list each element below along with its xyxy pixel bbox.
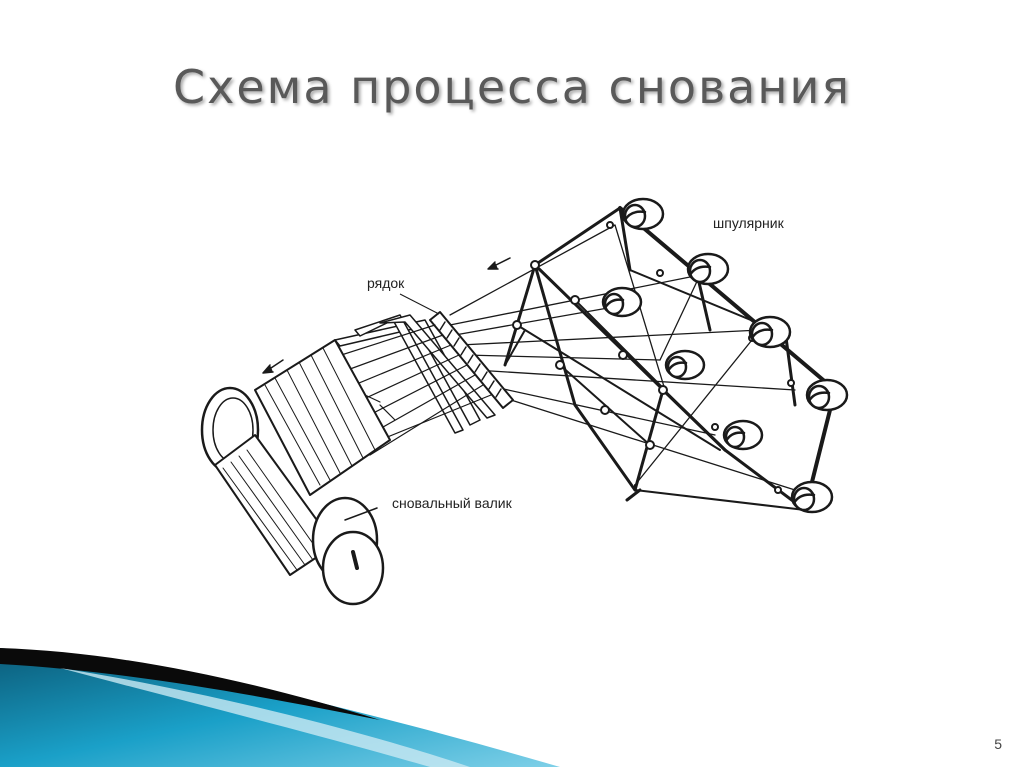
bobbin-1 (621, 197, 665, 231)
label-warping-beam: сновальный валик (392, 495, 513, 511)
bobbin-4 (748, 315, 792, 349)
label-reed: рядок (367, 275, 405, 291)
bobbin-2 (686, 252, 730, 286)
warping-process-diagram: шпулярник рядок сновальный валик (200, 197, 849, 606)
bobbin-7 (722, 419, 764, 451)
lease-strips (334, 314, 496, 434)
bobbin-6 (805, 378, 849, 412)
direction-arrows (262, 257, 511, 374)
warping-beam (200, 339, 391, 606)
slide-title: Схема процесса снования (172, 60, 852, 114)
page-number: 5 (994, 736, 1002, 752)
bobbin-5 (664, 349, 706, 381)
creel-frame (503, 206, 837, 512)
reed (429, 311, 514, 409)
guide-eyelets (512, 221, 795, 494)
bobbin-3 (601, 286, 643, 318)
bobbin-8 (790, 480, 834, 514)
bobbins (601, 197, 849, 514)
label-creel: шпулярник (713, 215, 785, 231)
